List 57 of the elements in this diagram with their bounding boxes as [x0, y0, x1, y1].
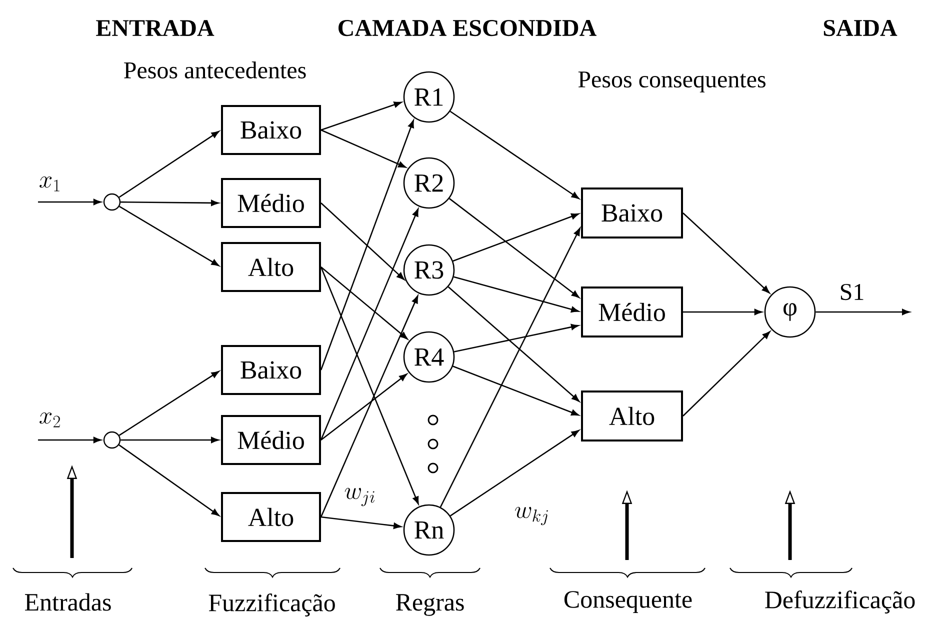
arrow	[320, 102, 402, 131]
arrow	[118, 130, 220, 198]
stage-label: Regras	[396, 594, 464, 616]
weight-symbol: $w_{j i}$	[344, 488, 374, 506]
stage-label: Entradas	[25, 593, 111, 611]
arrow	[119, 206, 220, 266]
fuzzy-set-box: Alto	[221, 492, 321, 542]
arrow	[118, 444, 220, 516]
arrow	[454, 324, 579, 352]
arrow	[320, 120, 414, 370]
heading: SAIDA	[824, 20, 898, 36]
arrow	[118, 370, 220, 436]
fuzzy-set-box: Baixo	[221, 105, 321, 155]
arrow	[450, 430, 580, 516]
arrow	[440, 228, 580, 508]
arrow	[450, 110, 580, 200]
edge-label: S1	[840, 284, 864, 300]
heading: ENTRADA	[96, 20, 214, 36]
arrow	[38, 198, 102, 206]
stage-label: Consequente	[564, 591, 692, 613]
arrow	[320, 208, 419, 440]
weights-caption: Pesos antecedentes	[124, 62, 306, 78]
stage-label: Fuzzificação	[208, 594, 335, 616]
arrow	[320, 516, 402, 529]
arrow	[682, 212, 770, 294]
arrow	[320, 266, 408, 340]
arrow	[320, 129, 406, 168]
fuzzy-set-box: Médio	[221, 178, 321, 228]
fuzzy-set-box: Médio	[221, 415, 321, 465]
fuzzy-set-box: Baixo	[581, 188, 683, 238]
arrow	[448, 286, 580, 402]
arrow	[120, 200, 219, 206]
input-node	[103, 193, 121, 211]
arrow	[120, 436, 219, 444]
fuzzy-set-box: Baixo	[221, 345, 321, 395]
arrow	[320, 202, 404, 280]
arrow	[320, 374, 408, 441]
arrow	[454, 276, 579, 312]
arrow	[452, 213, 579, 262]
fuzzy-set-box: Médio	[581, 286, 683, 338]
fuzzy-set-box: Alto	[221, 242, 321, 292]
arrow	[682, 331, 770, 416]
arrow	[320, 266, 419, 504]
edge-label: $x_{1}$	[40, 176, 60, 192]
arrow	[452, 366, 579, 416]
arrow	[320, 295, 418, 518]
arrow	[38, 436, 102, 444]
heading: CAMADA ESCONDIDA	[338, 20, 596, 36]
fuzzy-set-box: Alto	[581, 390, 683, 442]
input-node	[103, 431, 121, 449]
arrow	[816, 308, 910, 316]
edge-label: $x_{2}$	[40, 412, 60, 428]
weight-symbol: $w_{k j}$	[515, 506, 548, 526]
weights-caption: Pesos consequentes	[578, 72, 766, 92]
stage-label: Defuzzificação	[765, 590, 915, 614]
arrow	[449, 198, 580, 298]
arrow	[683, 308, 762, 316]
